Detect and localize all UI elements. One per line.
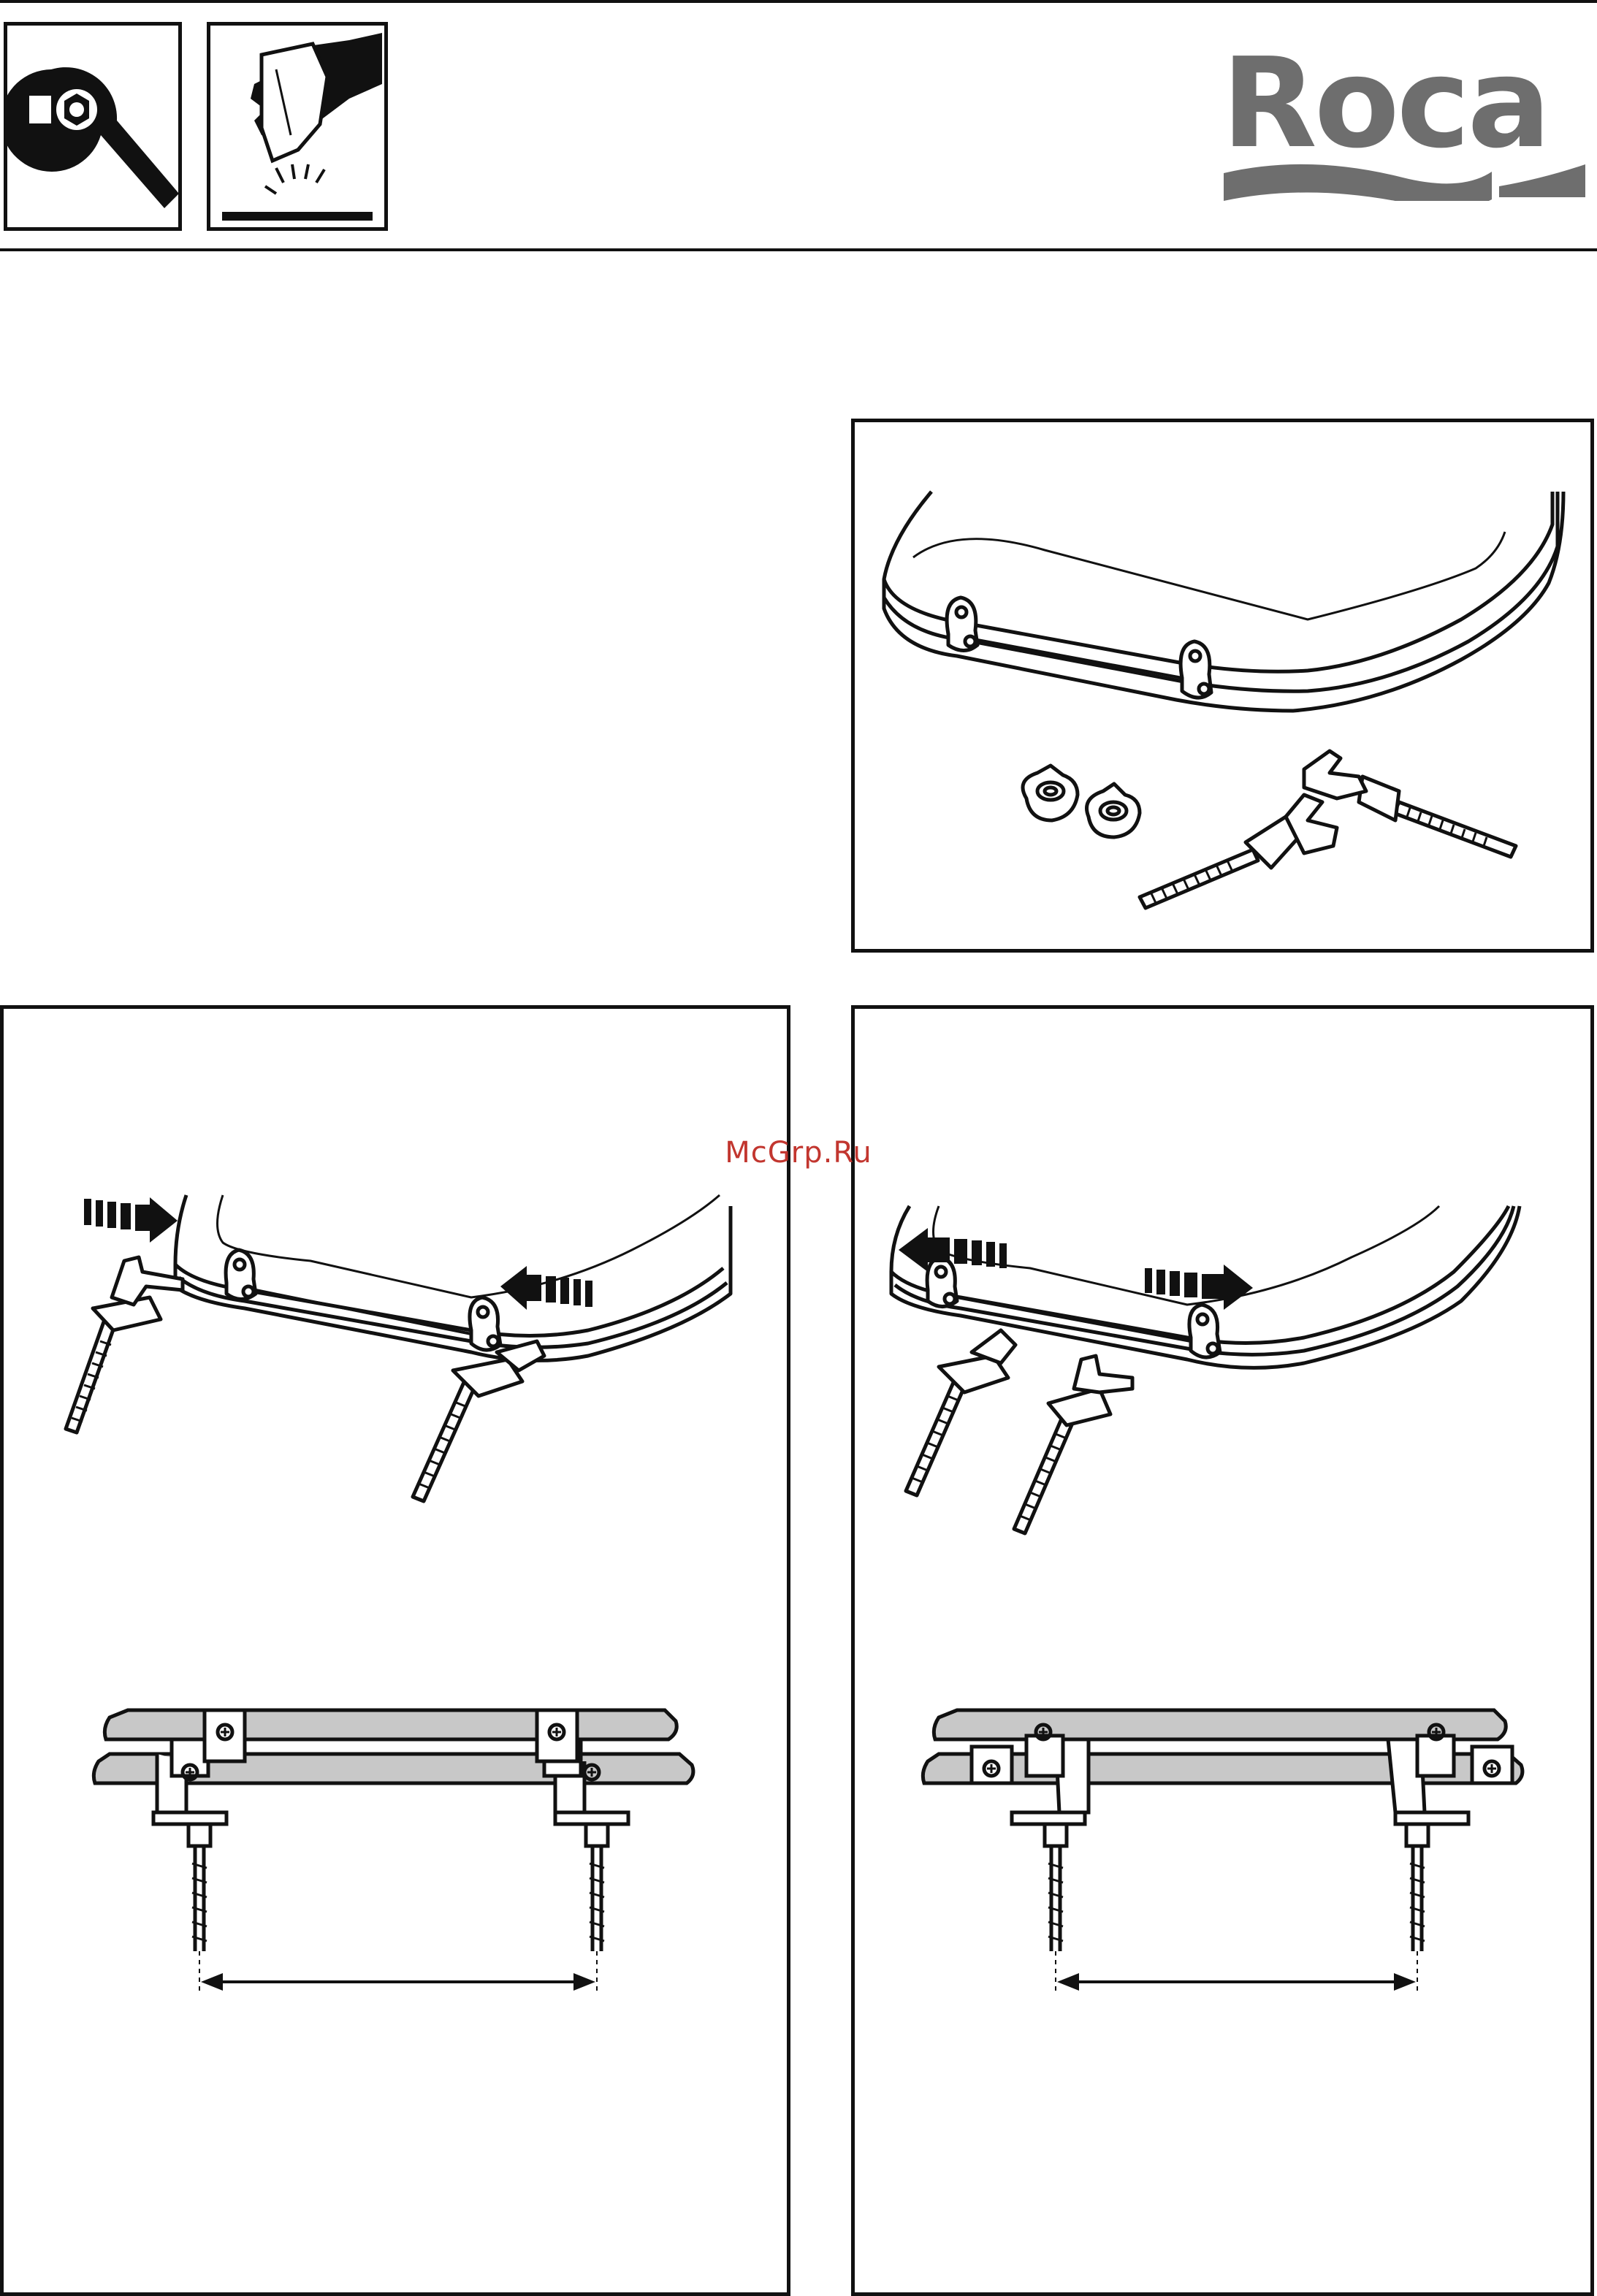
roca-logo: Roca — [1220, 40, 1585, 201]
svg-text:Roca: Roca — [1221, 40, 1548, 176]
inward-fitting-panel — [0, 1005, 790, 2296]
arrow-in-left — [84, 1197, 178, 1243]
cleaning-icon-box — [207, 22, 388, 231]
parts-overview-panel — [851, 419, 1594, 953]
wrench-icon-box — [4, 22, 182, 231]
outward-fitting-panel — [851, 1005, 1594, 2296]
watermark-text: McGrp.Ru — [0, 1136, 1597, 1170]
top-rule — [0, 0, 1597, 3]
outward-fitting-illustration — [855, 1009, 1590, 2292]
header-rule — [0, 248, 1597, 251]
cleaning-cloth-icon — [210, 26, 384, 227]
inward-fitting-illustration — [4, 1009, 787, 2292]
wrench-icon — [7, 26, 178, 227]
parts-overview-illustration — [855, 422, 1590, 949]
